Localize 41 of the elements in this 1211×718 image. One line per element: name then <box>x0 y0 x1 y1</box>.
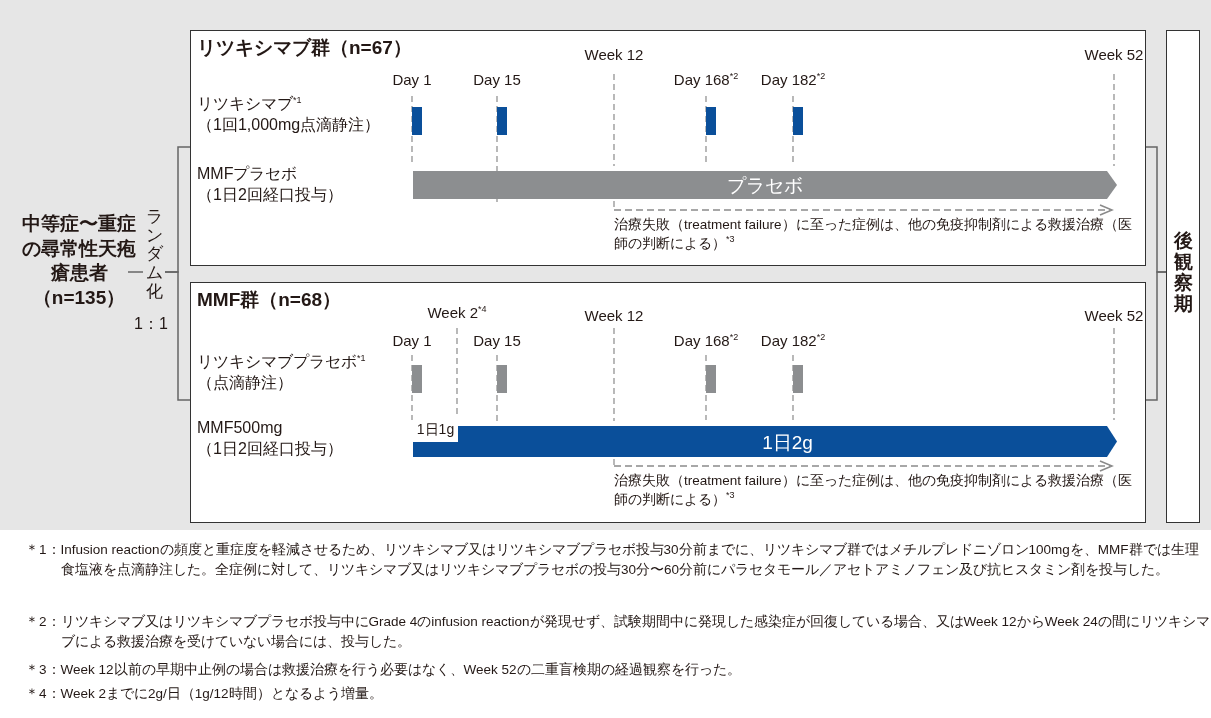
footnote: ＊4：Week 2までに2g/日（1g/12時間）となるよう増量。 <box>25 685 384 703</box>
connector-line <box>127 271 144 273</box>
timeline-label: Day 182$^{*2}$ <box>760 70 826 90</box>
bar-label: 1日1g <box>415 421 456 439</box>
ratio-label: 1：1 <box>134 314 168 334</box>
connector-line <box>164 271 191 401</box>
timeline-label: Week 2$^{*4}$ <box>427 303 487 323</box>
follow-up-label: 後観察期 <box>1174 231 1193 315</box>
arrow-bar <box>413 171 1117 199</box>
bar-label: プラセボ <box>726 174 804 198</box>
arrow-bar <box>458 426 1117 457</box>
patient-label: 中等症〜重症の尋常性天疱瘡患者（n=135） <box>21 212 137 311</box>
group-panel <box>190 282 1146 523</box>
bar-label: 1日2g <box>761 430 814 455</box>
group-title: リツキシマブ群（n=67） <box>197 36 412 60</box>
connector-line <box>1145 271 1167 401</box>
timeline-label: Day 168$^{*2}$ <box>673 331 739 351</box>
group-panel <box>190 30 1146 266</box>
note-text: 治療失敗（treatment failure）に至った症例は、他の免疫抑制剤による救援治療（医師の判断による）$^{*3}$ <box>614 216 1133 252</box>
follow-up-box <box>1166 30 1200 523</box>
footnote: ＊1：Infusion reactionの頻度と重症度を軽減させるため、リツキシマブ又はリツキシマブプラセボ投与30分前までに、リツキシマブ群ではメチルプレドニゾロン100mgを、MMF群では生理食塩液を点滴静注した。全症例に対して、リツキシマブ又はリツキシマブプラセボの投与30分〜60分前にパラセタモール／アセトアミノフェン及び抗ヒスタミン剤を投与した。 <box>25 541 1200 579</box>
row-label: リツキシマブ$^{*1}$（1回1,000mg点滴静注） <box>197 94 382 135</box>
timeline-label: Day 1 <box>392 331 432 351</box>
footnote: ＊2：リツキシマブ又はリツキシマブプラセボ投与中にGrade 4のinfusion reactionが発現せず、試験期間中に発現した感染症が回復している場合、又はWeek 12からWeek 24の間にリツキシマブによる救援治療を受けていない場合には、投与した。 <box>25 613 1211 651</box>
timeline-label: Week 12 <box>584 306 644 326</box>
timeline-label: Day 1 <box>392 70 432 90</box>
row-label: リツキシマブプラセボ$^{*1}$（点滴静注） <box>197 352 367 393</box>
randomization-label: ランダム化 <box>145 208 163 302</box>
timeline-label: Day 182$^{*2}$ <box>760 331 826 351</box>
row-label: MMF500mg（1日2回経口投与） <box>197 418 344 459</box>
timeline-label: Day 168$^{*2}$ <box>673 70 739 90</box>
timeline-label: Week 52 <box>1084 306 1144 326</box>
note-text: 治療失敗（treatment failure）に至った症例は、他の免疫抑制剤による救援治療（医師の判断による）$^{*3}$ <box>614 472 1133 508</box>
group-title: MMF群（n=68） <box>197 288 342 312</box>
timeline-label: Week 12 <box>584 45 644 65</box>
timeline-label: Day 15 <box>473 331 521 351</box>
timeline-label: Day 15 <box>473 70 521 90</box>
footnote: ＊3：Week 12以前の早期中止例の場合は救援治療を行う必要はなく、Week 52の二重盲検期の経過観察を行った。 <box>25 661 742 679</box>
row-label: MMFプラセボ（1日2回経口投与） <box>197 164 344 205</box>
timeline-label: Week 52 <box>1084 45 1144 65</box>
dose-bar <box>413 421 458 457</box>
